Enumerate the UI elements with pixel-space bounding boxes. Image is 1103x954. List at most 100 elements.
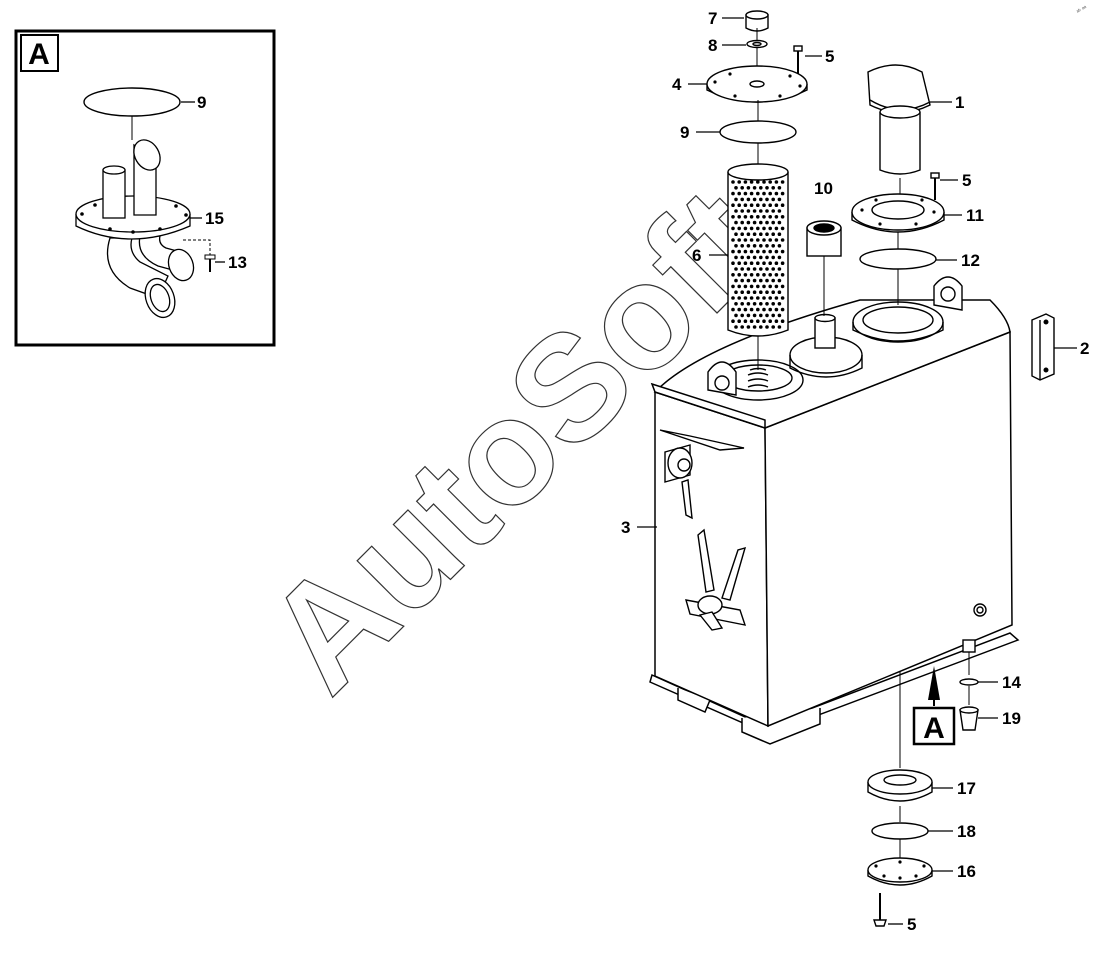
perforation-hole bbox=[752, 186, 757, 190]
callout-5-bottom: 5 bbox=[907, 915, 916, 934]
perforation-hole bbox=[752, 197, 757, 202]
callout-16: 16 bbox=[957, 862, 976, 881]
perforation-hole bbox=[756, 249, 760, 254]
perforation-hole bbox=[780, 191, 785, 196]
perforation-hole bbox=[731, 273, 735, 277]
perforation-hole bbox=[759, 209, 763, 213]
detail-flange-holes bbox=[80, 203, 188, 234]
perforation-hole bbox=[765, 278, 769, 283]
callout-10: 10 bbox=[814, 179, 833, 198]
detail-view-a: A bbox=[14, 29, 276, 347]
bracket-2 bbox=[1031, 313, 1055, 381]
leader-lines bbox=[181, 17, 1077, 925]
perforation-hole bbox=[777, 255, 782, 260]
perforation-hole bbox=[768, 238, 772, 242]
perforation-hole bbox=[774, 203, 779, 207]
perforation-hole bbox=[762, 284, 766, 289]
perforation-hole bbox=[759, 255, 763, 260]
perforation-hole bbox=[759, 232, 763, 236]
tank-front-fittings bbox=[659, 429, 987, 631]
detail-box-label: A bbox=[28, 38, 50, 71]
perforation-hole bbox=[746, 232, 751, 236]
perforation-hole bbox=[780, 284, 785, 289]
perforation-hole bbox=[765, 244, 769, 248]
perforation-hole bbox=[768, 307, 772, 312]
perforation-hole bbox=[731, 307, 735, 312]
bottom-cover-holes bbox=[874, 860, 926, 880]
perforation-hole bbox=[749, 261, 754, 266]
perforation-hole bbox=[768, 215, 772, 219]
perforation-hole bbox=[749, 238, 754, 242]
perforation-hole bbox=[759, 267, 763, 271]
perforation-hole bbox=[746, 325, 751, 329]
perforation-hole bbox=[749, 273, 754, 277]
perforation-hole bbox=[777, 244, 782, 248]
perforation-hole bbox=[765, 186, 769, 190]
perforation-hole bbox=[752, 220, 757, 225]
perforation-hole bbox=[759, 302, 763, 306]
perforation-hole bbox=[737, 191, 741, 196]
perforation-hole bbox=[734, 290, 738, 295]
perforation-hole bbox=[746, 267, 751, 271]
filter-screen-perforations bbox=[731, 180, 785, 329]
perforation-hole bbox=[777, 220, 782, 225]
perforation-hole bbox=[746, 255, 751, 260]
perforation-hole bbox=[774, 319, 779, 324]
perforation-hole bbox=[734, 186, 738, 190]
perforation-hole bbox=[746, 197, 751, 202]
perforation-hole bbox=[752, 325, 757, 329]
perforation-hole bbox=[762, 273, 766, 277]
perforation-hole bbox=[740, 325, 744, 329]
perforation-hole bbox=[762, 238, 766, 242]
perforation-hole bbox=[740, 302, 744, 306]
perforation-hole bbox=[746, 313, 751, 318]
perforation-hole bbox=[743, 203, 748, 207]
perforation-hole bbox=[752, 290, 757, 295]
perforation-hole bbox=[765, 209, 769, 213]
perforation-hole bbox=[762, 296, 766, 300]
perforation-hole bbox=[771, 232, 775, 236]
perforation-hole bbox=[731, 261, 735, 266]
callout-14: 14 bbox=[1002, 673, 1021, 692]
perforation-hole bbox=[765, 197, 769, 202]
perforation-hole bbox=[780, 319, 785, 324]
perforation-hole bbox=[768, 191, 772, 196]
perforation-hole bbox=[743, 319, 748, 324]
corner-code: ᵃᵇ ᵃᵃ bbox=[1076, 4, 1089, 16]
perforation-hole bbox=[774, 215, 779, 219]
perforation-hole bbox=[774, 238, 779, 242]
perforation-hole bbox=[734, 220, 738, 225]
perforation-hole bbox=[740, 267, 744, 271]
perforation-hole bbox=[740, 197, 744, 202]
tank-top-ports bbox=[707, 276, 963, 401]
perforation-hole bbox=[749, 226, 754, 231]
perforation-hole bbox=[771, 209, 775, 213]
perforation-hole bbox=[762, 180, 766, 184]
perforation-hole bbox=[756, 226, 760, 231]
perforation-hole bbox=[771, 325, 775, 329]
perforation-hole bbox=[752, 313, 757, 318]
callout-9-detail: 9 bbox=[197, 93, 206, 112]
perforation-hole bbox=[734, 302, 738, 306]
perforation-hole bbox=[765, 313, 769, 318]
perforation-hole bbox=[743, 226, 748, 231]
perforation-hole bbox=[768, 180, 772, 184]
perforation-hole bbox=[743, 273, 748, 277]
callout-8: 8 bbox=[708, 36, 717, 55]
callout-19: 19 bbox=[1002, 709, 1021, 728]
perforation-hole bbox=[749, 307, 754, 312]
perforation-hole bbox=[765, 325, 769, 329]
detail-seal-9 bbox=[83, 87, 181, 117]
perforation-hole bbox=[780, 238, 785, 242]
perforation-hole bbox=[752, 302, 757, 306]
perforation-hole bbox=[771, 278, 775, 283]
perforation-hole bbox=[777, 197, 782, 202]
perforation-hole bbox=[777, 186, 782, 190]
perforation-hole bbox=[777, 313, 782, 318]
callout-9: 9 bbox=[680, 123, 689, 142]
perforation-hole bbox=[746, 220, 751, 225]
perforation-hole bbox=[765, 255, 769, 260]
perforation-hole bbox=[752, 209, 757, 213]
perforation-hole bbox=[737, 284, 741, 289]
